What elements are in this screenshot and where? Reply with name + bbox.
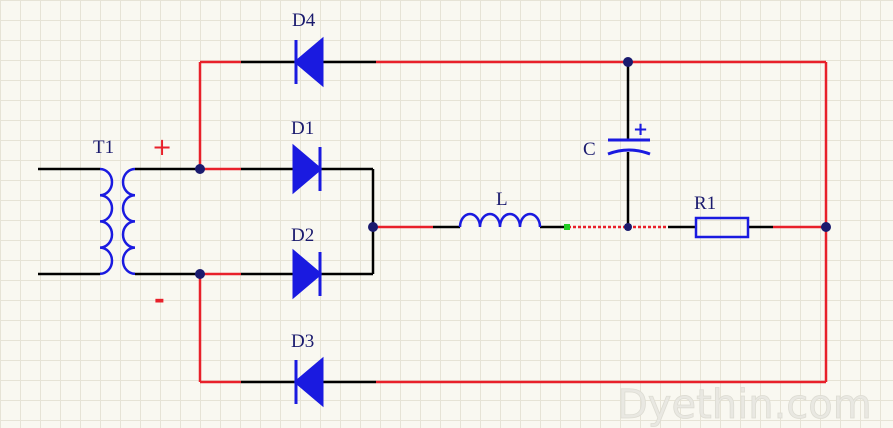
d3-triangle xyxy=(293,356,324,408)
watermark: Dyethin.com xyxy=(617,382,872,428)
component-leads xyxy=(38,60,773,384)
label-t1: T1 xyxy=(93,137,114,158)
transformer-t1 xyxy=(99,167,136,276)
d1-triangle xyxy=(292,143,323,195)
label-plus: + xyxy=(152,133,172,161)
capacitor-c xyxy=(607,138,651,156)
red-wires xyxy=(198,60,828,384)
junction-dot xyxy=(195,164,205,174)
junction-dots xyxy=(195,57,831,279)
label-d2: D2 xyxy=(291,225,314,246)
d4-triangle xyxy=(293,36,324,88)
junction-dot xyxy=(624,223,632,231)
label-minus: - xyxy=(154,285,165,315)
diode-d3 xyxy=(293,356,324,408)
junction-dot xyxy=(195,269,205,279)
secondary-coil xyxy=(121,167,136,276)
d2-triangle xyxy=(292,248,323,300)
junction-dot xyxy=(623,57,633,67)
label-d4: D4 xyxy=(292,10,316,31)
label-cap-polarity: + xyxy=(633,119,648,140)
resistor-r1 xyxy=(694,216,750,239)
diode-d2 xyxy=(292,248,323,300)
cap-plate-bottom xyxy=(607,148,651,156)
primary-coil xyxy=(99,167,114,276)
junction-dot xyxy=(821,222,831,232)
label-c: C xyxy=(583,139,596,160)
label-d1: D1 xyxy=(291,118,314,139)
label-d3: D3 xyxy=(291,331,314,352)
label-r1: R1 xyxy=(694,193,716,214)
junction-dot xyxy=(368,222,378,232)
inductor-l xyxy=(458,212,542,228)
diode-d1 xyxy=(292,143,323,195)
label-l: L xyxy=(496,189,508,210)
pin-marker xyxy=(564,224,570,230)
diode-d4 xyxy=(293,36,324,88)
